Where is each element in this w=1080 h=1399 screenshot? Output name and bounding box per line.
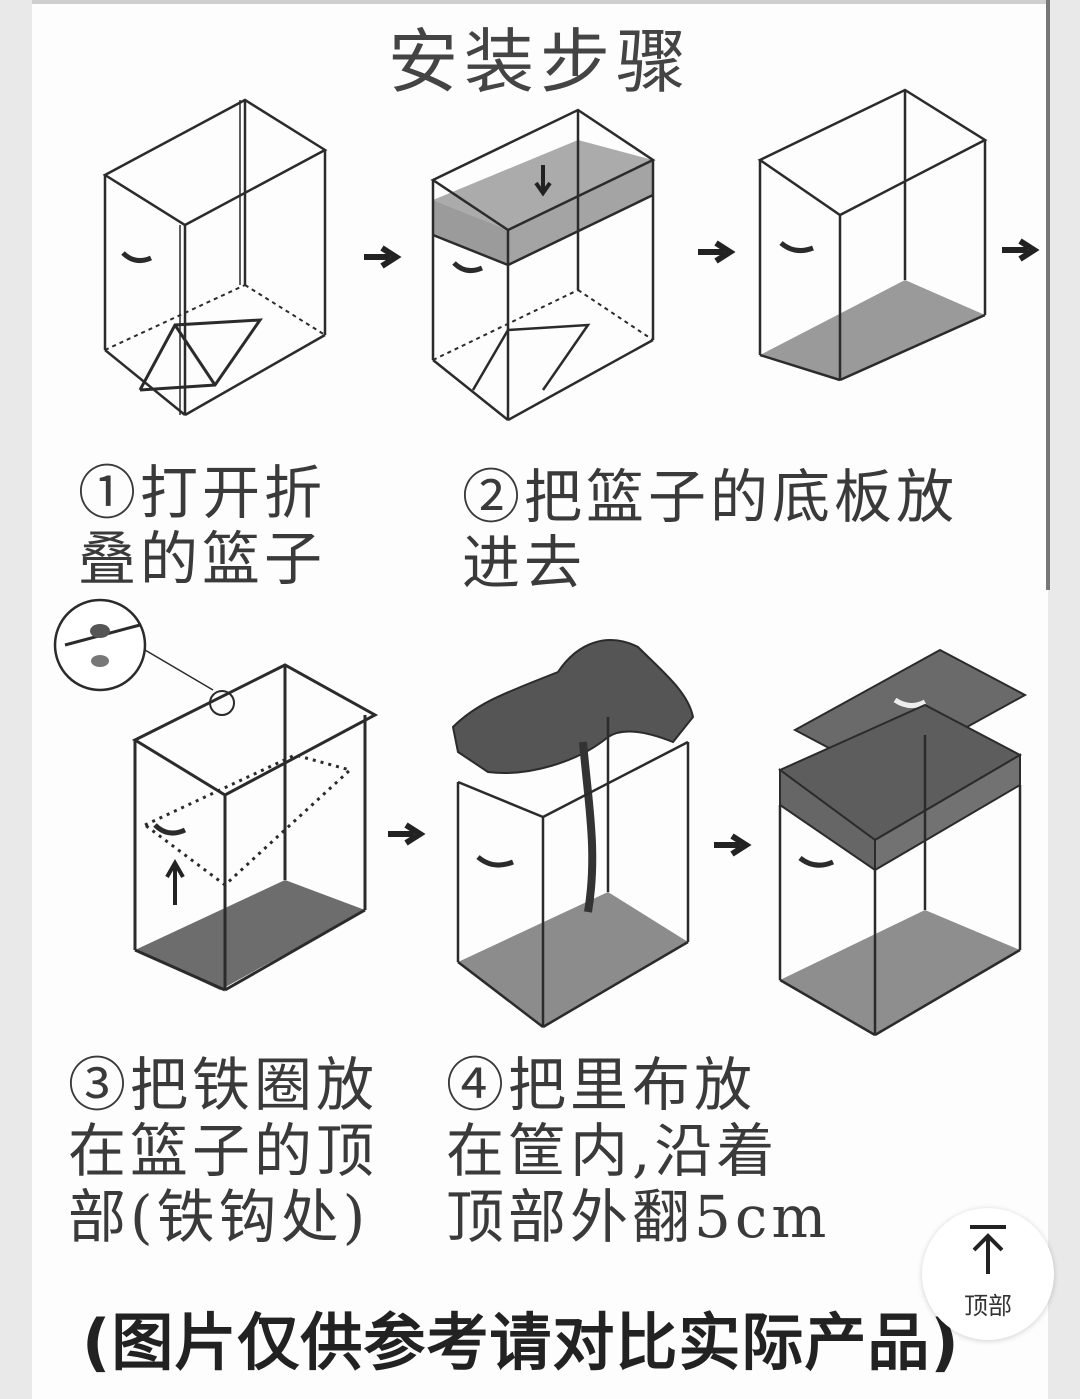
sheet-right-border [1046,0,1050,590]
arrow-right-icon [714,833,752,857]
figure-step4-finished-basket [778,648,1028,1037]
step3-line3: 部(铁钩处) [68,1183,370,1251]
page-title: 安装步骤 [388,21,692,103]
figure-step4-lining-cloth [451,639,695,1029]
step2-line2: 进去 [462,529,587,597]
step3-caption: ③把铁圈放 在篮子的顶 部(铁钩处) [68,1052,378,1250]
step4-line3: 顶部外翻5cm [446,1183,831,1251]
arrow-right-icon [698,240,736,264]
back-to-top-label: 顶部 [964,1292,1012,1320]
step1-line1: ①打开折 [78,459,327,527]
arrow-right-icon [364,245,402,269]
arrow-right-icon [1002,238,1040,262]
sheet-top-border [32,0,1048,4]
figure-step3-iron-ring [53,598,379,992]
step4-caption: ④把里布放 在筐内,沿着 顶部外翻5cm [446,1052,830,1250]
arrow-right-icon [388,822,426,846]
figure-step2-board-placed [757,88,988,382]
step1-line2: 叠的篮子 [78,525,327,593]
step4-line2: 在筐内,沿着 [446,1117,779,1185]
step2-line1: ②把篮子的底板放 [462,463,959,531]
step3-line2: 在篮子的顶 [68,1117,379,1185]
figure-step1-open-basket [102,98,328,417]
step1-caption: ①打开折 叠的篮子 [78,460,326,592]
step3-line1: ③把铁圈放 [68,1051,379,1119]
disclaimer-note: (图片仅供参考请对比实际产品) [82,1306,960,1379]
arrow-up-icon [970,1225,1006,1274]
figure-step2-insert-board [430,108,656,422]
step2-caption: ②把篮子的底板放 进去 [462,464,958,596]
back-to-top-button[interactable]: 顶部 [922,1208,1054,1340]
step4-line1: ④把里布放 [446,1051,757,1119]
